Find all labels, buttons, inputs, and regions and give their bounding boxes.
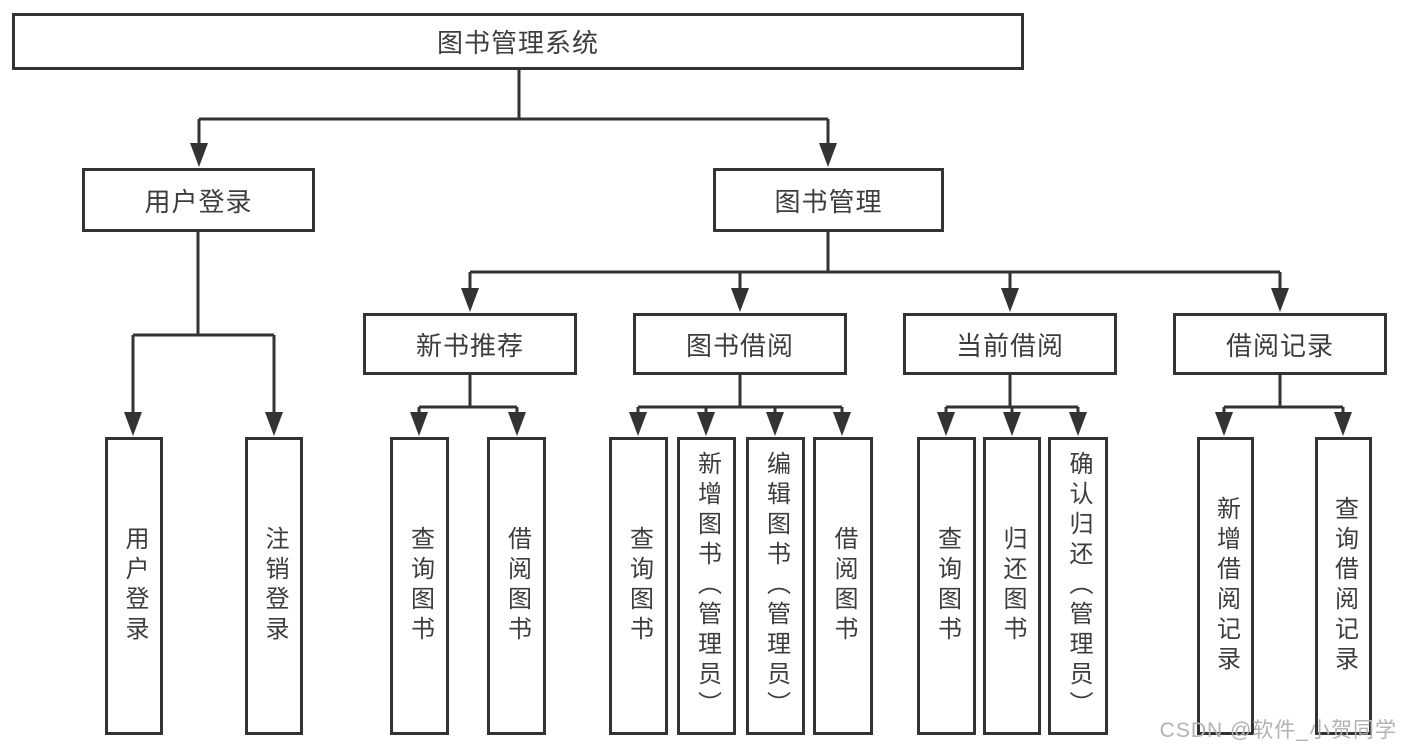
- connector-book-management-to-level3: [461, 232, 1289, 312]
- connector-new-book-recommend-to-leaves: [410, 374, 526, 436]
- node-label: 图书管理系统: [436, 28, 599, 58]
- leaf-user-login: 用户登录: [105, 437, 163, 735]
- node-label: 借阅图书: [830, 526, 857, 646]
- node-label: 查询图书: [933, 526, 961, 646]
- node-label: 新增图书（管理员）: [693, 451, 721, 721]
- arrow-head: [629, 412, 647, 436]
- leaf-query-borrow-record: 查询借阅记录: [1315, 437, 1372, 735]
- leaf-add-books-admin: 新增图书（管理员）: [677, 437, 736, 735]
- arrow-head: [697, 412, 715, 436]
- arrow-head: [1069, 412, 1087, 436]
- arrow-head: [124, 412, 142, 436]
- node-label: 用户登录: [144, 186, 253, 217]
- watermark: CSDN @软件_小贺同学: [1159, 719, 1397, 742]
- node-label: 查询图书: [625, 526, 653, 646]
- arrow-head: [1215, 412, 1233, 436]
- leaf-borrow-books: 借阅图书: [813, 437, 873, 735]
- arrow-head: [461, 288, 479, 312]
- connector-root-to-level2: [190, 69, 837, 167]
- node-label: 图书管理: [774, 186, 883, 217]
- node-label: 用户登录: [121, 526, 148, 646]
- node-label: 新书推荐: [415, 330, 524, 361]
- leaf-add-borrow-record: 新增借阅记录: [1197, 437, 1254, 735]
- arrow-head: [766, 412, 784, 436]
- node-label: 新增借阅记录: [1212, 496, 1240, 676]
- arrow-head: [1003, 412, 1021, 436]
- leaf-query-books-recommend: 查询图书: [390, 437, 449, 735]
- connector-book-borrowing-to-leaves: [629, 374, 851, 436]
- arrow-head: [265, 412, 283, 436]
- arrow-head: [731, 288, 749, 312]
- arrow-head: [1334, 412, 1352, 436]
- arrow-head: [190, 143, 208, 167]
- node-label: 查询图书: [406, 526, 434, 646]
- arrow-head: [508, 412, 526, 436]
- leaf-edit-books-admin: 编辑图书（管理员）: [746, 437, 805, 735]
- node-label: 注销登录: [261, 526, 288, 646]
- node-borrowing-records: 借阅记录: [1173, 313, 1387, 375]
- node-book-management: 图书管理: [713, 168, 944, 232]
- node-current-borrowing: 当前借阅: [903, 313, 1117, 375]
- node-label: 确认归还（管理员）: [1065, 451, 1092, 721]
- node-label: 借阅图书: [503, 526, 531, 646]
- arrow-head: [1001, 288, 1019, 312]
- node-label: 归还图书: [999, 526, 1026, 646]
- leaf-confirm-return-admin: 确认归还（管理员）: [1048, 437, 1108, 735]
- leaf-query-books-current: 查询图书: [917, 437, 976, 735]
- arrow-head: [1271, 288, 1289, 312]
- node-label: 当前借阅: [955, 330, 1064, 361]
- arrow-head: [410, 412, 428, 436]
- leaf-borrow-books-recommend: 借阅图书: [487, 437, 546, 735]
- arrow-head: [833, 412, 851, 436]
- connector-borrowing-records-to-leaves: [1215, 374, 1352, 436]
- connector-user-login-to-leaves: [124, 232, 283, 436]
- leaf-logout: 注销登录: [245, 437, 303, 735]
- node-label: 借阅记录: [1225, 330, 1334, 361]
- node-label: 编辑图书（管理员）: [762, 451, 790, 721]
- connector-current-borrowing-to-leaves: [937, 374, 1087, 436]
- leaf-query-books-borrow: 查询图书: [609, 437, 668, 735]
- node-user-login: 用户登录: [82, 168, 315, 232]
- node-label: 图书借阅: [685, 330, 794, 361]
- arrow-head: [819, 143, 837, 167]
- node-book-borrowing: 图书借阅: [633, 313, 847, 375]
- node-label: 查询借阅记录: [1330, 496, 1358, 676]
- node-library-system: 图书管理系统: [12, 13, 1024, 70]
- node-new-book-recommend: 新书推荐: [363, 313, 577, 375]
- arrow-head: [937, 412, 955, 436]
- leaf-return-books: 归还图书: [983, 437, 1041, 735]
